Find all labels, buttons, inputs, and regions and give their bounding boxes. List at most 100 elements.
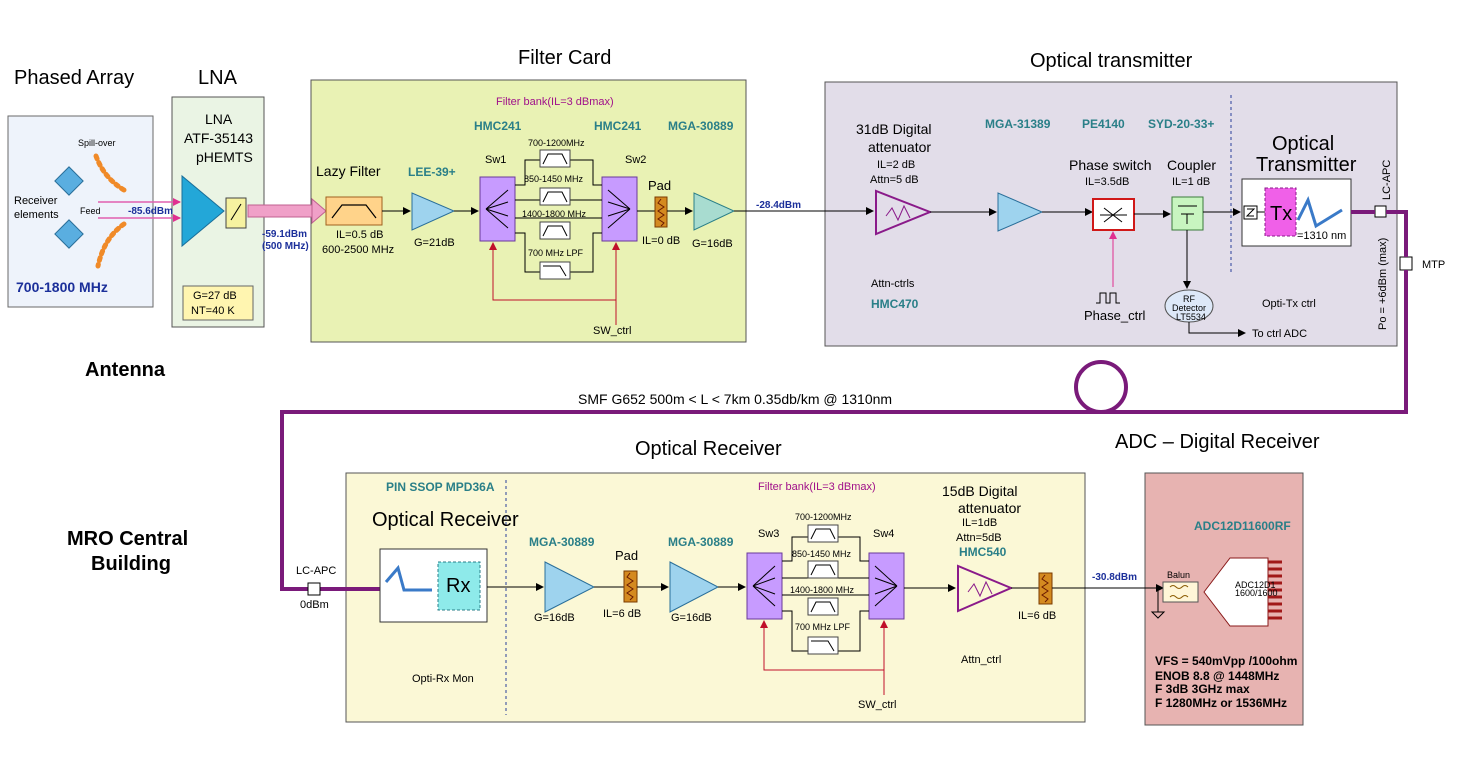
tx-rf-line1: RF — [1183, 294, 1195, 304]
rx-att-part: HMC540 — [959, 545, 1007, 559]
lna-out-freq: (500 MHz) — [262, 241, 309, 252]
tx-attenuator-icon — [875, 189, 933, 236]
rx-detector-box — [437, 561, 481, 611]
tx-connector — [1374, 205, 1387, 218]
title-optical-transmitter: Optical transmitter — [1030, 50, 1193, 72]
rx-f1-box — [807, 524, 839, 543]
rx-out-level: -30.8dBm — [1092, 572, 1137, 583]
rx-title: Optical Receiver — [372, 509, 519, 531]
filter-amp2-icon — [693, 192, 736, 231]
filter-amp-icon — [411, 192, 456, 231]
lna-part: ATF-35143 — [184, 130, 253, 146]
rx-amp1-gain: G=16dB — [534, 612, 575, 624]
rx-sw4-arrows-icon — [874, 565, 898, 607]
spillover-label: Spill-over — [78, 138, 116, 148]
rx-att-il: IL=1dB — [962, 517, 997, 529]
tx-optical-out-icon — [1296, 195, 1343, 229]
tx-wavelength: =1310 nm — [1297, 230, 1346, 242]
lazy-filter-il: IL=0.5 dB — [336, 229, 383, 241]
rx-f4-icon — [811, 640, 835, 652]
filter-f1-icon — [542, 153, 568, 165]
rx-att-line1: 15dB Digital — [942, 483, 1018, 499]
title-antenna: Antenna — [85, 359, 166, 381]
tx-att-il: IL=2 dB — [877, 159, 915, 171]
adc-balun-icon — [1169, 585, 1189, 599]
filter-amp2-gain: G=16dB — [692, 238, 733, 250]
tx-coupler: Coupler — [1167, 157, 1216, 173]
lna-output-arrow — [247, 204, 313, 218]
tx-phase-ctrl: Phase_ctrl — [1084, 308, 1146, 323]
rx-amp2-icon — [669, 561, 720, 613]
rx-f2: 850-1450 MHz — [792, 549, 852, 559]
tx-lc-apc: LC-APC — [1381, 160, 1393, 200]
tx-title-line1: Optical — [1272, 133, 1334, 155]
rx-sw3-box — [746, 552, 783, 620]
filter-bank-label: Filter bank(IL=3 dBmax) — [496, 96, 614, 108]
tx-coupler-icon — [1178, 205, 1197, 224]
tx-po: Po = +6dBm (max) — [1377, 238, 1389, 330]
rx-attenuator-icon — [957, 564, 1014, 613]
title-adc-receiver: ADC – Digital Receiver — [1115, 431, 1320, 453]
lazy-filter-range: 600-2500 MHz — [322, 244, 394, 256]
rx-pad-box — [623, 570, 638, 603]
fiber-label: SMF G652 500m < L < 7km 0.35db/km @ 1310… — [578, 391, 892, 407]
tx-phase-switch: Phase switch — [1069, 157, 1151, 173]
rx-f3-box — [807, 597, 839, 616]
filter-f1-box — [539, 149, 571, 168]
tx-to-ctrl: To ctrl ADC — [1252, 328, 1307, 340]
fiber-line — [280, 210, 1408, 591]
antenna-level: -85.6dBm — [128, 206, 173, 217]
rx-pad-il: IL=6 dB — [603, 608, 641, 620]
lazy-filter-label: Lazy Filter — [316, 163, 381, 179]
rx-att-ctrl: Attn_ctrl — [961, 654, 1001, 666]
filter-f4: 700 MHz LPF — [528, 248, 584, 258]
rx-optical-in-icon — [384, 564, 432, 592]
tx-rf-part: LT5534 — [1176, 312, 1206, 322]
lazy-filter-icon — [331, 204, 377, 219]
tx-att-line1: 31dB Digital — [856, 121, 932, 137]
adc-balun: Balun — [1167, 570, 1190, 580]
sw2-label: Sw2 — [625, 154, 646, 166]
rx-f1-icon — [810, 528, 836, 540]
fiber-spool — [1074, 360, 1128, 414]
lna-device: pHEMTS — [196, 149, 253, 165]
receiver-label-1: Receiver — [14, 195, 58, 207]
filter-amp-gain: G=21dB — [414, 237, 455, 249]
tx-phase-switch-icon — [1100, 207, 1127, 223]
rx-f2-box — [807, 560, 839, 579]
tx-attn-ctrls: Attn-ctrls — [871, 278, 915, 290]
tx-attenuator-wave — [885, 204, 911, 222]
sw2-box — [601, 176, 638, 242]
title-lna: LNA — [198, 67, 238, 89]
tx-ps-il: IL=3.5dB — [1085, 176, 1129, 188]
tx-label: Tx — [1270, 203, 1292, 225]
rx-pin-part: PIN SSOP MPD36A — [386, 480, 495, 494]
tx-att-attn: Attn=5 dB — [870, 174, 919, 186]
rx-sw4-label: Sw4 — [873, 528, 894, 540]
tx-coupler-il: IL=1 dB — [1172, 176, 1210, 188]
tx-zin-icon — [1245, 208, 1256, 217]
sw1-box — [479, 176, 516, 242]
rx-pad-label: Pad — [615, 548, 638, 563]
rx-label: Rx — [446, 575, 470, 597]
adc-chip-line1: ADC12D1 — [1235, 580, 1276, 590]
adc-chip-line2: 1600/1600 — [1235, 588, 1278, 598]
tx-att-line2: attenuator — [868, 139, 931, 155]
rx-f4-box — [807, 636, 839, 655]
mtp-label: MTP — [1422, 259, 1445, 271]
rx-amp1-part: MGA-30889 — [529, 535, 595, 549]
rx-connector — [307, 582, 321, 596]
filter-pad-box — [654, 196, 668, 228]
spillover-curve-1 — [93, 153, 127, 193]
lna-block-slash — [230, 203, 242, 221]
adc-spec-3: F 3dB 3GHz max — [1155, 682, 1250, 696]
tx-laser-box — [1264, 187, 1297, 237]
tx-ps-part: PE4140 — [1082, 117, 1125, 131]
sw1-label: Sw1 — [485, 154, 506, 166]
lna-nt: NT=40 K — [191, 305, 235, 317]
title-phased-array: Phased Array — [14, 67, 134, 89]
filter-f2-icon — [542, 191, 568, 203]
filter-f1: 700-1200MHz — [528, 138, 585, 148]
rx-f2-icon — [810, 564, 836, 576]
